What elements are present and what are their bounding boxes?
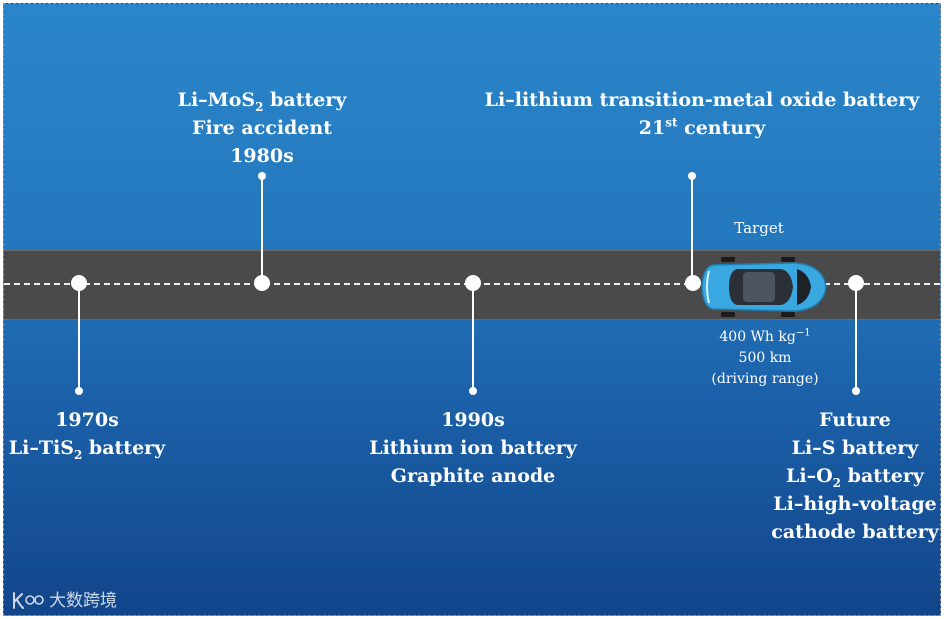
timeline-node-future: [848, 275, 864, 291]
watermark-logo: 大数跨境: [11, 590, 117, 612]
stem-end-1990s: [469, 387, 477, 395]
watermark-icon: [11, 591, 45, 611]
target-specs: 400 Wh kg−1 500 km (driving range): [711, 327, 818, 390]
diagram-frame: 1970s Li–TiS2 battery Li–MoS2 battery Fi…: [3, 3, 941, 616]
milestone-21st-century-label: Li–lithium transition-metal oxide batter…: [485, 86, 920, 142]
timeline-node-1980s: [254, 275, 270, 291]
target-label: Target: [734, 218, 783, 239]
milestone-1990s-label: 1990s Lithium ion battery Graphite anode: [369, 406, 577, 490]
stem-end-future: [852, 387, 860, 395]
timeline-node-21st-century: [685, 275, 701, 291]
watermark-text: 大数跨境: [49, 590, 117, 612]
timeline-node-1970s: [71, 275, 87, 291]
milestone-1980s-label: Li–MoS2 battery Fire accident 1980s: [178, 86, 347, 170]
stem-end-1980s: [258, 172, 266, 180]
milestone-future-label: Future Li–S battery Li–O2 battery Li–hig…: [771, 406, 938, 546]
stem-1970s: [78, 283, 80, 391]
stem-end-21st-century: [688, 172, 696, 180]
electric-car-icon: [699, 257, 829, 317]
stem-future: [855, 283, 857, 391]
stem-end-1970s: [75, 387, 83, 395]
milestone-1970s-label: 1970s Li–TiS2 battery: [9, 406, 165, 462]
stem-1980s: [261, 176, 263, 283]
timeline-node-1990s: [465, 275, 481, 291]
stem-1990s: [472, 283, 474, 391]
stem-21st-century: [691, 176, 693, 283]
